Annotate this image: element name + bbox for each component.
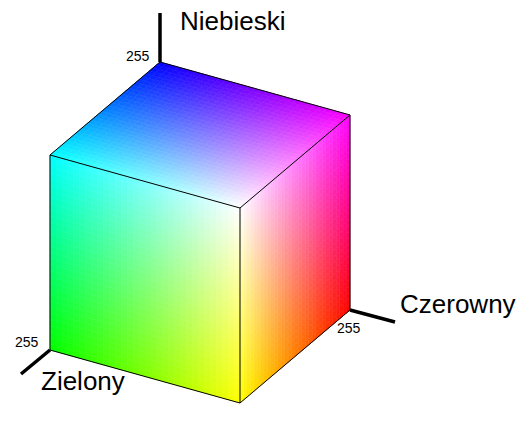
cube-faces xyxy=(50,62,350,403)
